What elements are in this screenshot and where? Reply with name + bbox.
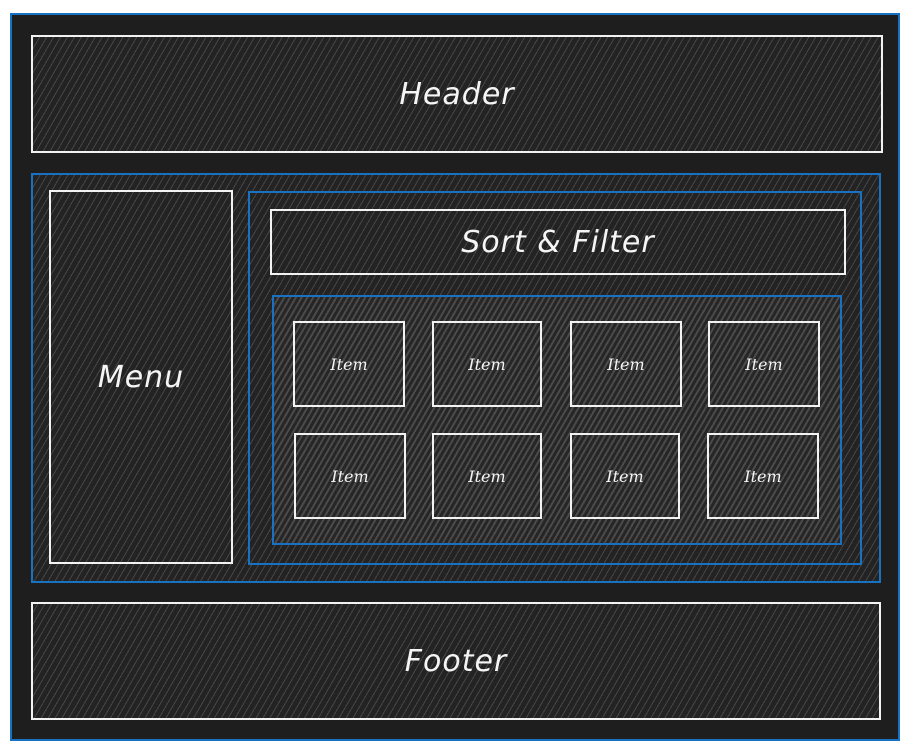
wireframe-canvas: Header Menu Sort & Filter Item Item Item… — [10, 13, 900, 741]
item-label: Item — [330, 354, 368, 374]
item-label: Item — [468, 466, 506, 486]
header-box: Header — [31, 35, 883, 153]
header-label: Header — [399, 76, 515, 112]
menu-box: Menu — [49, 190, 233, 564]
sort-filter-bar: Sort & Filter — [270, 209, 846, 275]
item-card: Item — [432, 321, 542, 407]
item-label: Item — [331, 466, 369, 486]
sort-filter-label: Sort & Filter — [461, 224, 655, 260]
item-card: Item — [570, 321, 682, 407]
footer-label: Footer — [404, 643, 508, 679]
item-label: Item — [745, 354, 783, 374]
item-card: Item — [570, 433, 680, 519]
footer-box: Footer — [31, 602, 881, 720]
menu-label: Menu — [97, 359, 185, 395]
item-label: Item — [468, 354, 506, 374]
item-card: Item — [294, 433, 406, 519]
item-card: Item — [432, 433, 542, 519]
item-card: Item — [707, 433, 819, 519]
item-label: Item — [606, 466, 644, 486]
item-label: Item — [744, 466, 782, 486]
item-label: Item — [607, 354, 645, 374]
item-card: Item — [708, 321, 820, 407]
item-card: Item — [293, 321, 405, 407]
